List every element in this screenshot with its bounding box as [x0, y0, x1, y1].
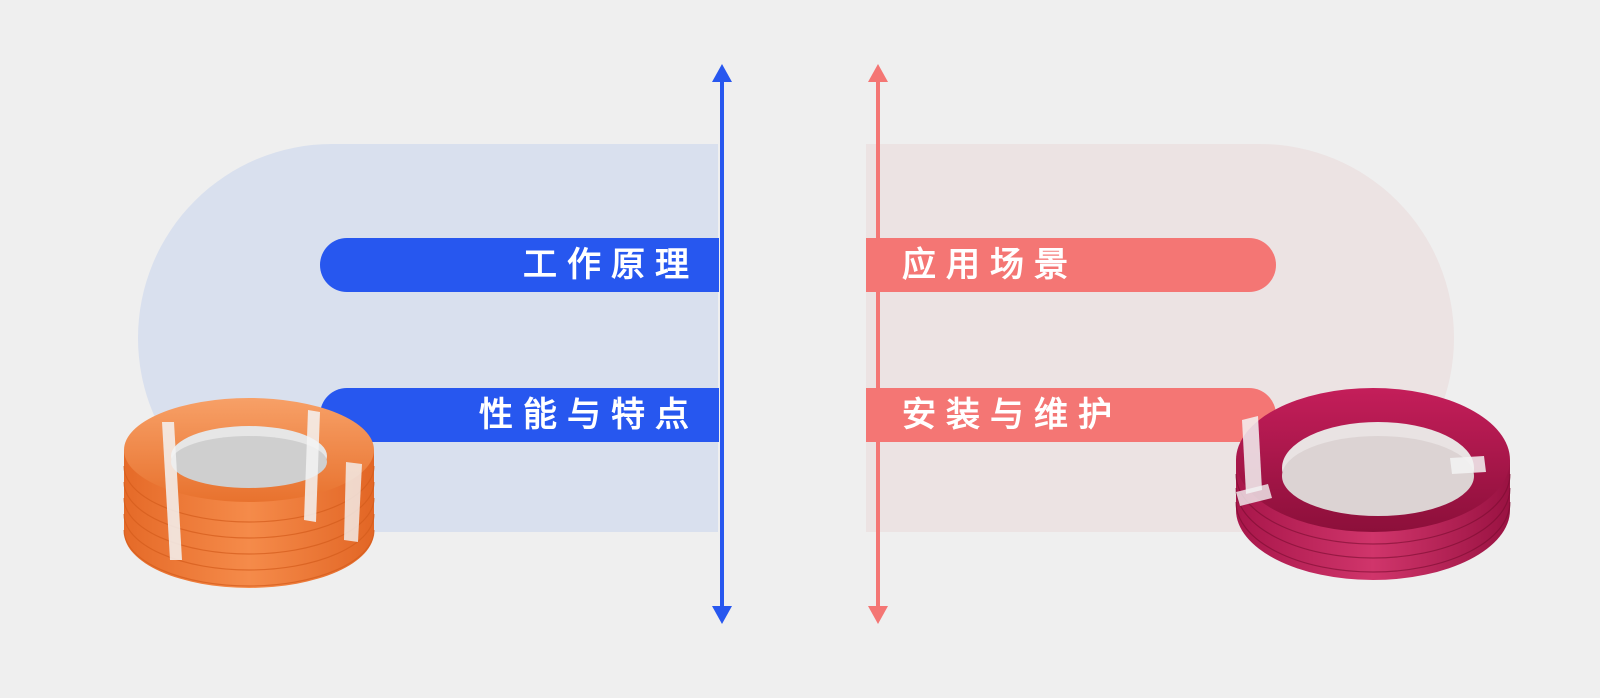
pill-label: 安装与维护	[902, 395, 1122, 435]
pill-application-scenarios[interactable]: 应用场景	[866, 238, 1276, 292]
pill-label: 工作原理	[523, 245, 699, 285]
pill-working-principle[interactable]: 工作原理	[320, 238, 719, 292]
pill-label: 应用场景	[902, 245, 1078, 285]
red-cable-coil-icon	[1235, 388, 1511, 580]
pill-performance-features[interactable]: 性能与特点	[320, 388, 719, 442]
orange-cable-coil-icon	[123, 398, 375, 588]
pill-installation-maintenance[interactable]: 安装与维护	[866, 388, 1276, 442]
double-arrow-vertical-icon	[712, 64, 732, 624]
double-arrow-vertical-icon	[868, 64, 888, 624]
pill-label: 性能与特点	[479, 395, 699, 435]
